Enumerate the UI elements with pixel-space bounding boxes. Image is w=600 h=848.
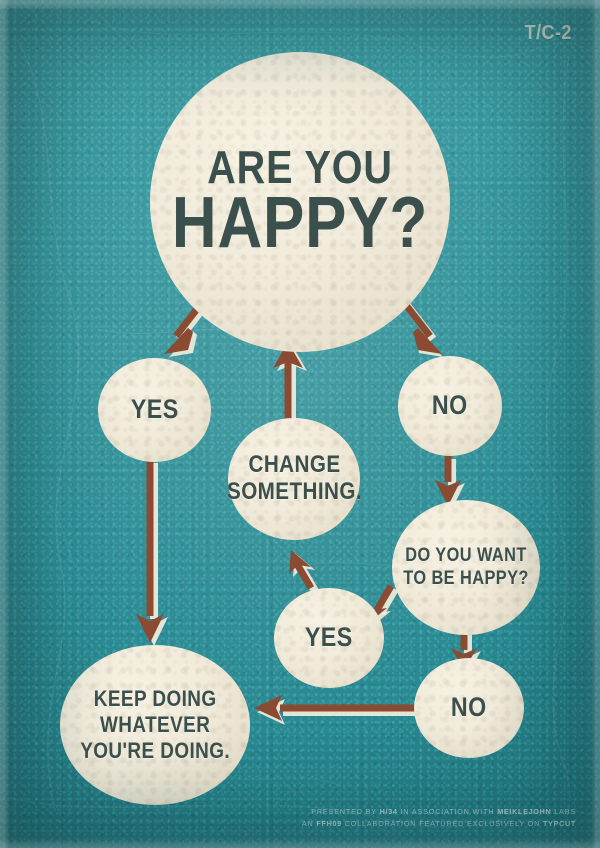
node-are-you-happy-line1: ARE YOU	[207, 140, 393, 193]
credits-line2-pre: AN	[301, 819, 317, 829]
node-no-bottom-label: NO	[451, 692, 487, 723]
node-do-you-want-to-be-happy[interactable]: DO YOU WANT TO BE HAPPY?	[392, 500, 540, 635]
credits-brand-typcut: TYPCUT	[543, 819, 576, 829]
node-yes-bottom-label: YES	[305, 622, 353, 653]
credits-line1-pre: PRESENTED BY	[311, 807, 380, 817]
node-are-you-happy-text: ARE YOU HAPPY?	[171, 140, 429, 263]
arrow-yes-to-change	[286, 548, 330, 596]
node-change-something-text: CHANGE SOMETHING.	[226, 451, 362, 506]
credits-block: PRESENTED BY H/34 IN ASSOCIATION WITH ME…	[302, 806, 576, 830]
credits-line-1: PRESENTED BY H/34 IN ASSOCIATION WITH ME…	[302, 806, 576, 818]
corner-code-label: T/C-2	[524, 22, 572, 44]
arrow-no-to-keep	[252, 692, 432, 732]
node-yes-top[interactable]: YES	[98, 358, 211, 462]
node-are-you-happy-line2: HAPPY?	[171, 182, 429, 263]
node-yes-top-label: YES	[130, 394, 179, 425]
credits-brand-h34: H/34	[379, 807, 398, 817]
node-yes-bottom[interactable]: YES	[274, 588, 384, 688]
node-no-bottom[interactable]: NO	[414, 658, 524, 758]
node-do-you-want-text: DO YOU WANT TO BE HAPPY?	[403, 545, 529, 590]
node-keep-doing-text: KEEP DOING WHATEVER YOU'RE DOING.	[80, 686, 230, 764]
node-no-top[interactable]: NO	[398, 356, 502, 456]
node-no-top-label: NO	[432, 390, 468, 421]
credits-line1-mid: IN ASSOCIATION WITH	[397, 807, 498, 817]
credits-line2-mid: COLLABORATION FEATURED EXCLUSIVELY ON	[341, 819, 544, 829]
credits-brand-meiklejohn: MEIKLEJOHN	[497, 807, 552, 817]
node-change-something-line2: SOMETHING.	[226, 478, 362, 505]
credits-brand-ffh09: FFH09	[316, 819, 342, 829]
credits-line1-post: LABS	[551, 807, 576, 817]
node-are-you-happy[interactable]: ARE YOU HAPPY?	[150, 52, 450, 352]
node-keep-doing-line2: WHATEVER	[99, 712, 211, 738]
node-do-you-want-line1: DO YOU WANT	[405, 545, 527, 567]
node-keep-doing-line3: YOU'RE DOING.	[80, 737, 230, 763]
node-keep-doing-line1: KEEP DOING	[93, 686, 217, 712]
arrow-yes-to-keep	[136, 458, 178, 648]
node-change-something[interactable]: CHANGE SOMETHING.	[226, 418, 362, 540]
credits-line-2: AN FFH09 COLLABORATION FEATURED EXCLUSIV…	[302, 818, 576, 830]
node-keep-doing-whatever[interactable]: KEEP DOING WHATEVER YOU'RE DOING.	[60, 645, 250, 805]
node-do-you-want-line2: TO BE HAPPY?	[403, 567, 529, 589]
arrow-no-to-want	[434, 454, 474, 516]
node-change-something-line1: CHANGE	[247, 451, 341, 479]
